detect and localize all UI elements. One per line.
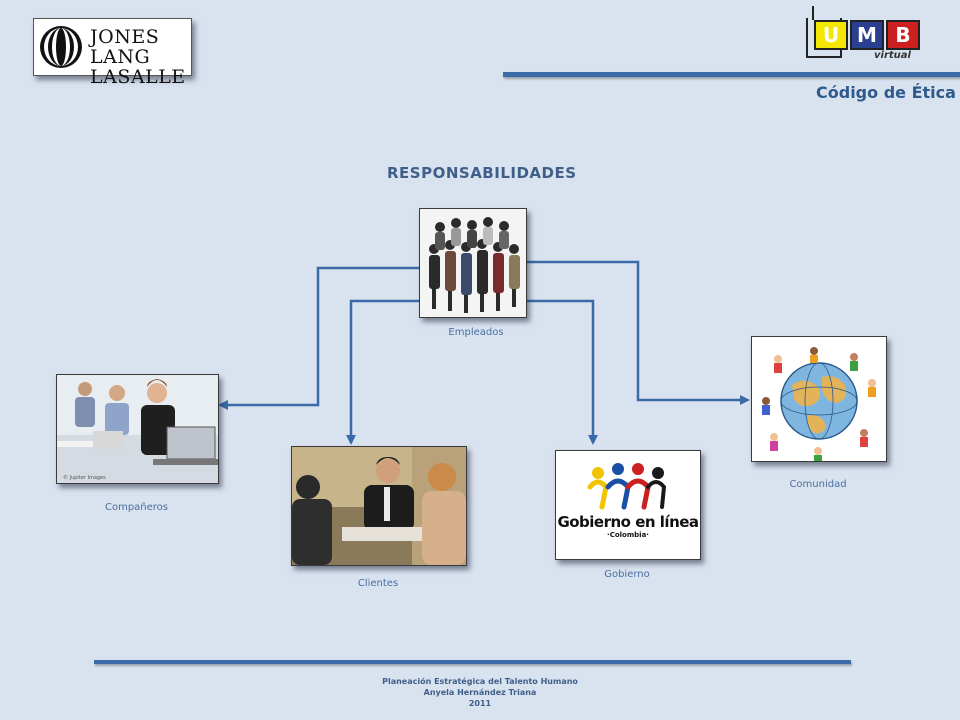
clientes-image: [291, 446, 467, 566]
header-rule: [503, 72, 960, 77]
footer-year: 2011: [468, 699, 492, 708]
footer: Planeación Estratégica del Talento Human…: [0, 676, 960, 709]
umb-letter-b: B: [886, 20, 920, 50]
gobierno-people-logo-icon: [587, 463, 667, 510]
arrow-to-clientes: [346, 299, 430, 445]
umb-logo: U M B virtual: [806, 6, 926, 64]
umb-letter-u: U: [814, 20, 848, 50]
footer-rule: [94, 660, 851, 664]
companeros-image: © Jupiter Images: [56, 374, 219, 484]
umb-letter-m: M: [850, 20, 884, 50]
comunidad-label: Comunidad: [789, 479, 847, 490]
page-title: Código de Ética: [816, 83, 956, 102]
jll-emblem-icon: [40, 26, 82, 68]
globe-people-icon: [752, 337, 886, 461]
umb-sub: virtual: [874, 50, 911, 61]
gobierno-logo-country: ·Colombia·: [607, 531, 649, 539]
arrow-to-comunidad: [525, 260, 750, 405]
jll-logo-line1: JONES LANG: [90, 26, 160, 68]
companeros-label: Compañeros: [104, 502, 169, 513]
gobierno-image: Gobierno en línea ·Colombia·: [555, 450, 701, 560]
office-workers-icon: © Jupiter Images: [57, 375, 218, 483]
jll-logo-line2: LASALLE: [90, 66, 186, 88]
footer-author: Anyela Hernández Triana: [423, 688, 537, 697]
empleados-label: Empleados: [448, 327, 504, 338]
svg-text:© Jupiter Images: © Jupiter Images: [63, 474, 106, 481]
gobierno-label: Gobierno: [604, 569, 650, 580]
section-heading: RESPONSABILIDADES: [387, 164, 577, 182]
arrow-to-gobierno: [520, 299, 598, 445]
arrow-to-companeros: [218, 266, 420, 410]
clientes-label: Clientes: [357, 578, 399, 589]
comunidad-image: [751, 336, 887, 462]
empleados-image: [419, 208, 527, 318]
gobierno-logo-text: Gobierno en línea: [557, 513, 699, 531]
people-group-icon: [420, 209, 526, 317]
business-meeting-icon: [292, 447, 466, 565]
jll-logo: JONES LANG LASALLE: [33, 18, 192, 87]
footer-course: Planeación Estratégica del Talento Human…: [382, 677, 578, 686]
